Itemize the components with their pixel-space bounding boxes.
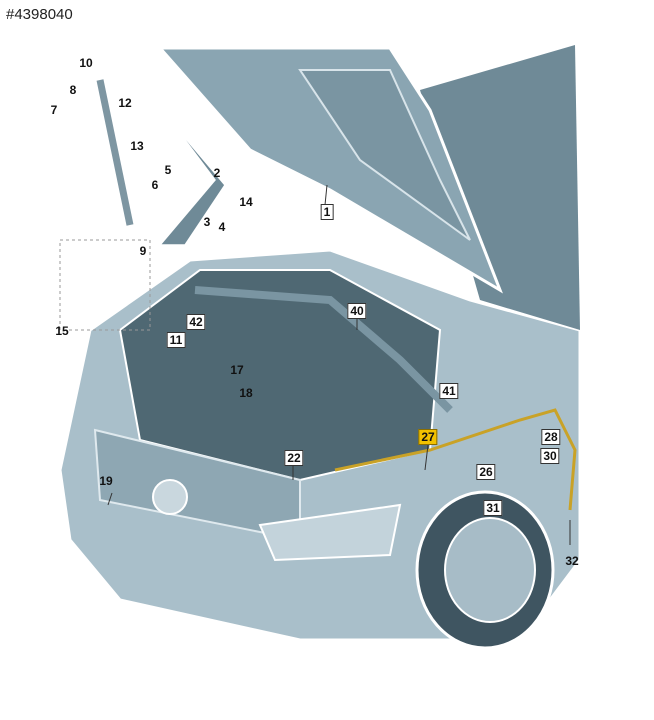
leader-lines (107, 184, 571, 545)
part-label-22: 22 (284, 450, 304, 466)
dashed-frame (59, 239, 151, 331)
headlight (258, 503, 402, 562)
part-label-10: 10 (79, 56, 93, 70)
part-label-9: 9 (139, 244, 147, 258)
gas-strut (96, 79, 134, 226)
part-label-28: 28 (541, 429, 561, 445)
part-label-15: 15 (55, 324, 69, 338)
part-label-13: 13 (130, 139, 144, 153)
reference-number: #4398040 (6, 6, 73, 23)
part-label-30: 30 (540, 448, 560, 464)
part-label-19: 19 (99, 474, 113, 488)
part-label-17: 17 (230, 363, 244, 377)
hinge (158, 119, 226, 246)
part-label-14: 14 (239, 195, 253, 209)
part-label-31: 31 (483, 500, 503, 516)
release-cable (334, 408, 577, 511)
part-label-42: 42 (186, 314, 206, 330)
part-label-11: 11 (166, 332, 186, 348)
vw-badge (152, 479, 188, 515)
part-label-7: 7 (50, 103, 58, 117)
part-label-26: 26 (476, 464, 496, 480)
part-label-4: 4 (218, 220, 226, 234)
part-label-3: 3 (203, 215, 211, 229)
part-label-6: 6 (151, 178, 159, 192)
hood (156, 46, 503, 294)
part-label-27: 27 (418, 429, 438, 445)
wheel-rim (444, 517, 536, 623)
part-label-32: 32 (565, 554, 579, 568)
hood-inner (298, 69, 471, 241)
part-label-41: 41 (439, 383, 459, 399)
part-label-12: 12 (118, 96, 132, 110)
part-label-40: 40 (347, 303, 367, 319)
part-label-8: 8 (69, 83, 77, 97)
hood-seal (194, 286, 453, 413)
part-label-1: 1 (320, 204, 334, 220)
part-label-2: 2 (213, 166, 221, 180)
part-label-18: 18 (239, 386, 253, 400)
windshield (420, 45, 580, 330)
part-label-5: 5 (164, 163, 172, 177)
